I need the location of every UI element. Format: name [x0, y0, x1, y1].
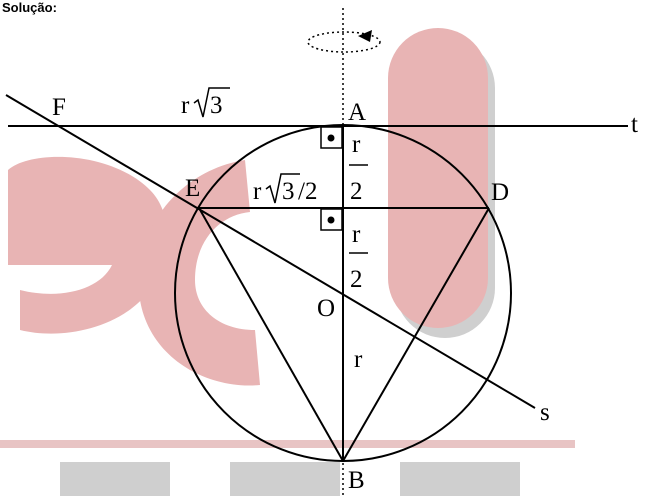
label-point-f: F	[52, 94, 66, 121]
watermark-block-1	[60, 462, 170, 496]
watermark-block-3	[400, 462, 520, 496]
label-point-b: B	[348, 467, 365, 494]
label-line-s: s	[540, 399, 550, 426]
length-half-chord-label: r 3 /2	[253, 173, 317, 205]
fraction-numerator: r	[352, 131, 361, 158]
fraction-denominator: 2	[350, 266, 363, 293]
half-denominator: /2	[298, 178, 317, 205]
length-fa-label: r 3	[181, 87, 230, 119]
secant-line-s	[5, 94, 536, 409]
label-line-t: t	[631, 111, 638, 138]
watermark-c-shape	[138, 160, 260, 386]
watermark-pill	[388, 28, 488, 328]
rotation-arrow-icon	[307, 30, 381, 53]
sqrt-sign	[193, 87, 230, 118]
watermark-bar	[0, 440, 575, 448]
watermark-e-shape	[8, 156, 167, 334]
label-point-a: A	[348, 99, 366, 126]
radius-ob-label: r	[354, 346, 363, 373]
label-point-o: O	[317, 295, 335, 322]
header-text: Solução:	[2, 0, 57, 15]
label-point-d: D	[491, 179, 509, 206]
r-symbol: r	[253, 178, 262, 205]
fraction-r-over-2-upper: r 2	[349, 131, 368, 205]
segment-eb	[198, 207, 344, 462]
fraction-numerator: r	[352, 221, 361, 248]
r-symbol: r	[181, 92, 190, 119]
sqrt-radicand: 3	[282, 178, 295, 205]
fraction-r-over-2-lower: r 2	[349, 221, 368, 293]
right-angle-marker-icon	[320, 126, 343, 149]
segment-db	[342, 207, 490, 462]
watermark-block-2	[230, 462, 340, 496]
sqrt-radicand: 3	[210, 92, 223, 119]
fraction-denominator: 2	[350, 178, 363, 205]
right-angle-marker-icon	[320, 208, 343, 231]
sqrt-sign	[265, 173, 300, 204]
label-point-e: E	[185, 175, 200, 202]
